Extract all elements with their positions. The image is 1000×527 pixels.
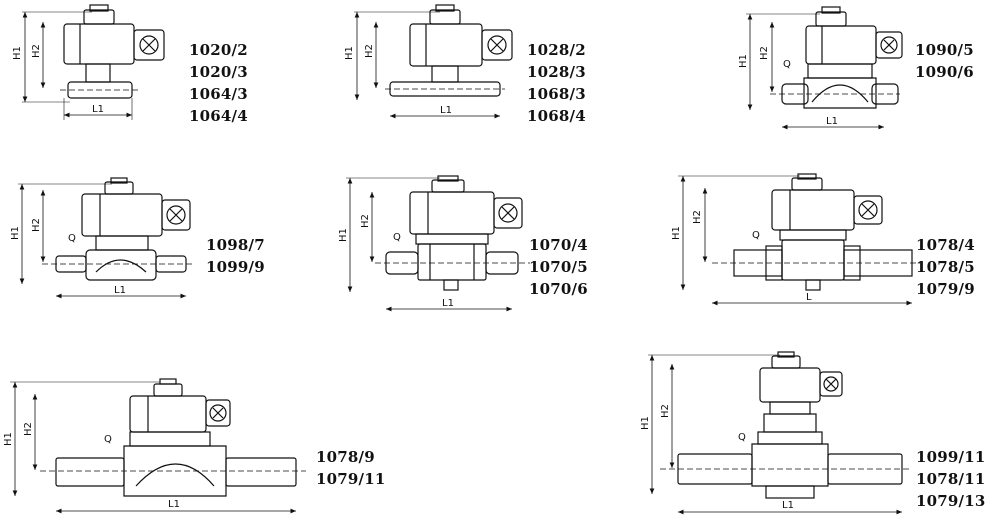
valve-drawing-6: [678, 173, 920, 306]
model-number: 1028/3: [527, 63, 586, 81]
l1-label: L1: [442, 298, 454, 309]
h2-label: H2: [364, 44, 375, 58]
h2-label: H2: [759, 46, 770, 60]
model-list-6: 1078/4 1078/5 1079/9: [916, 234, 975, 300]
model-list-2: 1028/2 1028/3 1068/3 1068/4: [527, 39, 586, 127]
model-number: 1064/3: [189, 85, 248, 103]
q-label: Q: [783, 59, 791, 70]
model-number: 1099/9: [206, 258, 265, 276]
model-number: 1090/6: [915, 63, 974, 81]
valve-drawing-5: [346, 175, 530, 312]
model-number: 1068/3: [527, 85, 586, 103]
valve-drawing-3: [746, 6, 903, 130]
h2-label: H2: [360, 214, 371, 228]
h2-label: H2: [31, 44, 42, 58]
l1-label: L1: [168, 499, 180, 510]
valve-drawing-8: [648, 351, 912, 515]
l1-label: L1: [782, 500, 794, 511]
h1-label: H1: [10, 226, 21, 240]
q-label: Q: [68, 233, 76, 244]
model-list-7: 1078/9 1079/11: [316, 446, 386, 490]
valve-drawing-7: [10, 378, 306, 514]
h1-label: H1: [640, 416, 651, 430]
l-label: L: [806, 292, 812, 303]
model-number: 1064/4: [189, 107, 248, 125]
model-number: 1078/9: [316, 448, 375, 466]
model-number: 1070/5: [529, 258, 588, 276]
q-label: Q: [393, 232, 401, 243]
h2-label: H2: [692, 210, 703, 224]
model-number: 1079/11: [316, 470, 386, 488]
model-list-4: 1098/7 1099/9: [206, 234, 265, 278]
model-number: 1020/2: [189, 41, 248, 59]
model-number: 1070/4: [529, 236, 588, 254]
model-number: 1078/5: [916, 258, 975, 276]
model-number: 1098/7: [206, 236, 265, 254]
model-list-8: 1099/11 1078/11 1079/13: [916, 446, 986, 512]
l1-label: L1: [440, 105, 452, 116]
h1-label: H1: [344, 46, 355, 60]
l1-label: L1: [114, 285, 126, 296]
h2-label: H2: [23, 422, 34, 436]
model-number: 1079/9: [916, 280, 975, 298]
model-number: 1078/4: [916, 236, 975, 254]
h1-label: H1: [338, 228, 349, 242]
h2-label: H2: [31, 218, 42, 232]
valve-drawing-4: [18, 177, 192, 299]
h1-label: H1: [738, 54, 749, 68]
l1-label: L1: [826, 116, 838, 127]
model-number: 1078/11: [916, 470, 986, 488]
model-number: 1068/4: [527, 107, 586, 125]
model-number: 1070/6: [529, 280, 588, 298]
model-list-3: 1090/5 1090/6: [915, 39, 974, 83]
valve-drawing-2: [354, 4, 513, 119]
h1-label: H1: [12, 46, 23, 60]
model-list-5: 1070/4 1070/5 1070/6: [529, 234, 588, 300]
dimension-labels: H1 H2 L1 H1 H2 L1 H1 H2 Q L1 H1 H2 Q L1 …: [3, 44, 838, 511]
model-number: 1090/5: [915, 41, 974, 59]
model-number: 1020/3: [189, 63, 248, 81]
l1-label: L1: [92, 104, 104, 115]
q-label: Q: [104, 434, 112, 445]
valve-drawing-1: [22, 4, 165, 120]
model-number: 1028/2: [527, 41, 586, 59]
h1-label: H1: [3, 432, 14, 446]
h1-label: H1: [671, 226, 682, 240]
q-label: Q: [738, 432, 746, 443]
model-number: 1099/11: [916, 448, 986, 466]
h2-label: H2: [660, 404, 671, 418]
q-label: Q: [752, 230, 760, 241]
model-list-1: 1020/2 1020/3 1064/3 1064/4: [189, 39, 248, 127]
model-number: 1079/13: [916, 492, 986, 510]
